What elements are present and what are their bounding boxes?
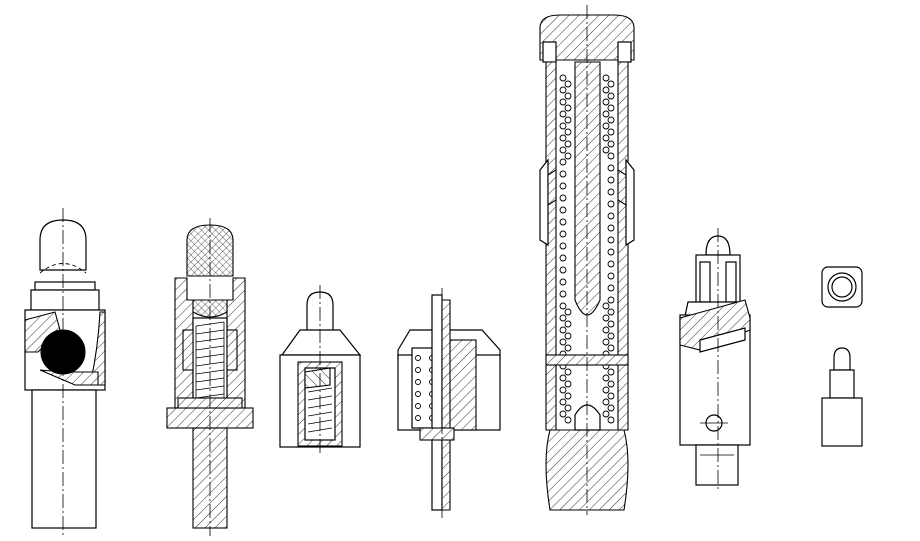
spring-coil-icon <box>607 380 615 388</box>
spring-coil-icon <box>559 146 567 154</box>
spring-coil-icon <box>607 80 615 88</box>
spring-coil-icon <box>607 152 615 160</box>
spring-coil-icon <box>564 104 572 112</box>
ball-lock-pin <box>24 208 106 536</box>
spring-coil-icon <box>564 332 572 340</box>
spring-coil-icon <box>564 404 572 412</box>
spring-coil-icon <box>607 368 615 376</box>
spring-coil-icon <box>607 308 615 316</box>
spring-coil-icon <box>559 218 567 226</box>
spring-coil-icon <box>607 320 615 328</box>
spring-coil-icon <box>607 116 615 124</box>
spring-coil-icon <box>602 386 610 394</box>
spring-coil-icon <box>559 326 567 334</box>
spring-coil-icon <box>607 224 615 232</box>
spring-coil-icon <box>559 110 567 118</box>
spring-coil-icon <box>602 326 610 334</box>
spring-coil-icon <box>559 242 567 250</box>
spring-coil-icon <box>602 134 610 142</box>
spring-coil-icon <box>607 296 615 304</box>
spring-coil-icon <box>564 392 572 400</box>
spring-coil-icon <box>602 98 610 106</box>
spring-coil-icon <box>602 122 610 130</box>
spring-coil-icon <box>564 320 572 328</box>
spring-coil-icon <box>607 236 615 244</box>
spring-coil-icon <box>602 398 610 406</box>
spring-coil-icon <box>564 344 572 352</box>
spring-coil-icon <box>559 314 567 322</box>
coil-spring <box>559 74 615 424</box>
spring-coil-icon <box>602 338 610 346</box>
spring-coil-icon <box>607 332 615 340</box>
spring-coil-icon <box>607 104 615 112</box>
spring-coil-icon <box>559 98 567 106</box>
spring-coil-icon <box>602 74 610 82</box>
spring-coil-icon <box>607 200 615 208</box>
spring-coil-icon <box>607 260 615 268</box>
spring-coil-icon <box>559 290 567 298</box>
spring-coil-icon <box>602 86 610 94</box>
spring-coil-icon <box>564 80 572 88</box>
spring-coil-icon <box>607 284 615 292</box>
spring-coil-icon <box>564 416 572 424</box>
long-spring-loaded-pin <box>539 5 635 515</box>
spring-coil-icon <box>559 266 567 274</box>
spring-coil-icon <box>602 410 610 418</box>
spring-coil-icon <box>564 368 572 376</box>
spring-coil-icon <box>607 392 615 400</box>
spring-coil-icon <box>559 254 567 262</box>
spring-coil-icon <box>602 302 610 310</box>
spring-coil-icon <box>559 122 567 130</box>
spring-coil-icon <box>559 182 567 190</box>
spring-coil-icon <box>607 248 615 256</box>
spring-coil-icon <box>559 374 567 382</box>
spring-coil-icon <box>602 374 610 382</box>
spring-coil-icon <box>564 116 572 124</box>
spring-coil-icon <box>559 398 567 406</box>
spring-coil-icon <box>564 152 572 160</box>
spring-coil-icon <box>607 128 615 136</box>
spring-coil-icon <box>559 302 567 310</box>
spring-coil-icon <box>559 158 567 166</box>
spring-coil-icon <box>559 278 567 286</box>
spring-coil-icon <box>564 140 572 148</box>
spring-coil-icon <box>607 416 615 424</box>
spring-coil-icon <box>602 314 610 322</box>
spring-coil-icon <box>607 176 615 184</box>
spring-coil-icon <box>602 110 610 118</box>
spring-coil-icon <box>559 170 567 178</box>
spring-coil-icon <box>564 380 572 388</box>
spring-coil-icon <box>559 386 567 394</box>
flanged-spring-plunger <box>397 288 501 518</box>
spring-coil-icon <box>559 338 567 346</box>
spring-coil-icon <box>564 308 572 316</box>
spring-coil-icon <box>559 410 567 418</box>
spring-coil-icon <box>564 92 572 100</box>
knurled-spring-plunger <box>166 218 254 536</box>
spring-coil-icon <box>607 188 615 196</box>
spring-coil-icon <box>559 206 567 214</box>
spring-coil-icon <box>559 74 567 82</box>
spring-coil-icon <box>559 86 567 94</box>
spring-coil-icon <box>607 344 615 352</box>
spring-coil-icon <box>559 230 567 238</box>
spring-coil-icon <box>607 272 615 280</box>
spring-coil-icon <box>564 128 572 136</box>
spring-coil-icon <box>607 140 615 148</box>
spring-coil-icon <box>602 146 610 154</box>
spring-coil-icon <box>607 212 615 220</box>
square-nut-plunger <box>821 266 863 447</box>
spring-coil-icon <box>607 92 615 100</box>
spring-coil-icon <box>607 404 615 412</box>
indexing-plunger <box>679 228 751 492</box>
spring-coil-icon <box>559 194 567 202</box>
spring-coil-icon <box>607 164 615 172</box>
spring-coil-icon <box>559 134 567 142</box>
small-spring-plunger <box>279 285 362 455</box>
